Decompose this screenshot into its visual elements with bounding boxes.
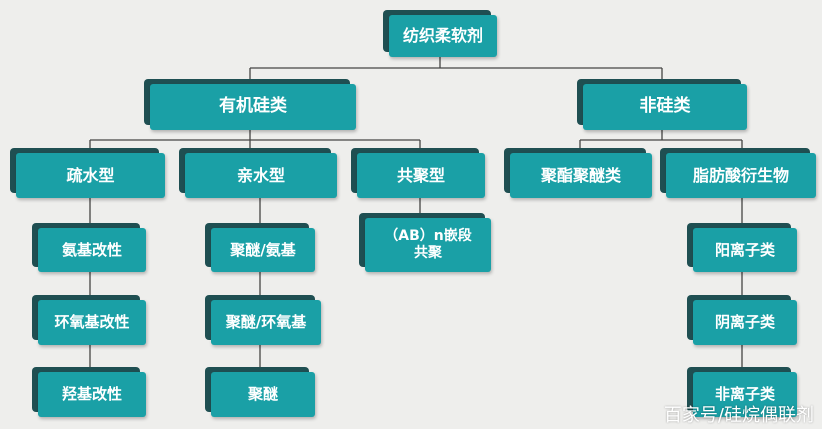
fatty-acid-child-2-label: 阴离子类: [714, 313, 775, 332]
hydrophilic-node: 亲水型: [179, 148, 337, 198]
hydrophilic-child-3: 聚醚: [205, 367, 315, 417]
hydrophobic-child-1-label: 氨基改性: [61, 240, 122, 259]
hydrophilic-child-3-label: 聚醚: [247, 385, 278, 404]
silicone-label: 有机硅类: [219, 96, 287, 117]
hydrophilic-label: 亲水型: [236, 165, 285, 185]
hydrophobic-child-2: 环氧基改性: [32, 295, 146, 345]
hydrophilic-child-2-label: 聚醚/环氧基: [225, 313, 307, 332]
non-silicone-node: 非硅类: [577, 79, 747, 130]
hydrophobic-node: 疏水型: [10, 148, 165, 198]
watermark-text: 百家号/硅烷偶联剂: [663, 405, 814, 426]
root-node: 纺织柔软剂: [383, 10, 497, 57]
hydrophobic-child-2-label: 环氧基改性: [54, 313, 130, 332]
fatty-acid-child-3: 非离子类: [687, 367, 797, 417]
polyester-polyether-label: 聚酯聚醚类: [540, 165, 621, 185]
fatty-acid-child-3-label: 非离子类: [714, 385, 775, 404]
hydrophobic-child-1: 氨基改性: [32, 223, 146, 272]
fatty-acid-derivative-label: 脂肪酸衍生物: [692, 165, 789, 185]
polyester-polyether-node: 聚酯聚醚类: [504, 148, 652, 198]
hydrophobic-child-3: 羟基改性: [32, 367, 146, 417]
copolymer-node: 共聚型: [351, 148, 485, 198]
copolymer-child-1-label: （AB）n嵌段 共聚: [384, 227, 472, 262]
copolymer-label: 共聚型: [396, 165, 445, 185]
copolymer-child-1: （AB）n嵌段 共聚: [359, 213, 491, 272]
hydrophilic-child-2: 聚醚/环氧基: [205, 295, 321, 345]
hydrophobic-label: 疏水型: [66, 165, 115, 185]
fatty-acid-child-1: 阳离子类: [687, 223, 797, 272]
non-silicone-label: 非硅类: [639, 96, 691, 117]
fatty-acid-derivative-node: 脂肪酸衍生物: [660, 148, 816, 198]
hydrophobic-child-3-label: 羟基改性: [61, 385, 122, 404]
root-label: 纺织柔软剂: [402, 26, 483, 45]
fatty-acid-child-2: 阴离子类: [687, 295, 797, 345]
hydrophilic-child-1: 聚醚/氨基: [205, 223, 315, 272]
fatty-acid-child-1-label: 阳离子类: [714, 240, 775, 259]
silicone-node: 有机硅类: [144, 79, 356, 130]
hydrophilic-child-1-label: 聚醚/氨基: [230, 240, 296, 259]
